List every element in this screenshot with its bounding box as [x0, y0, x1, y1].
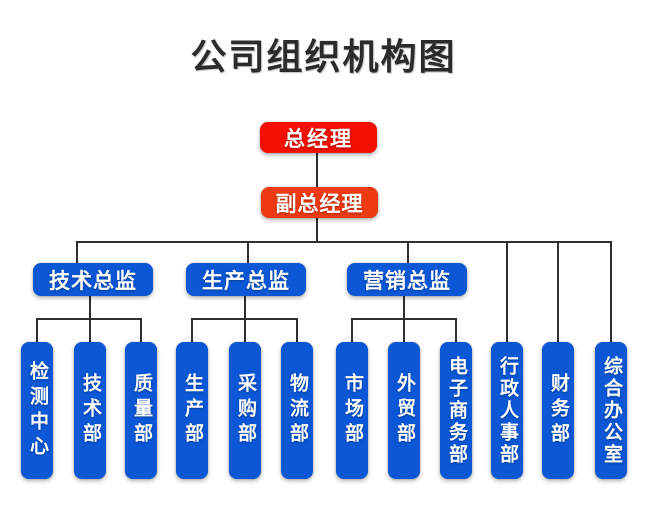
connector-mkt-down — [403, 296, 405, 319]
connector-prod-drop-2 — [244, 318, 246, 342]
connector-mkt-drop-2 — [403, 318, 405, 342]
connector-tech-drop-3 — [140, 318, 142, 342]
connector-prod-down — [244, 296, 246, 319]
node-dept-market: 市场部 — [336, 342, 368, 479]
node-director-technology: 技术总监 — [33, 263, 153, 296]
page-title: 公司组织机构图 — [190, 36, 457, 77]
connector-prod-drop-3 — [296, 318, 298, 342]
node-dept-finance: 财务部 — [542, 342, 574, 479]
connector-tech-down — [89, 296, 91, 319]
connector-drop-mkt — [407, 241, 409, 263]
node-dept-foreign-trade: 外贸部 — [388, 342, 420, 479]
node-dept-production: 生产部 — [176, 342, 208, 479]
connector-drop-admin — [506, 241, 508, 342]
connector-top-bus — [77, 241, 612, 243]
node-dept-ecommerce: 电子商务部 — [440, 342, 472, 479]
connector-root-deputy — [316, 153, 318, 187]
node-dept-admin-hr: 行政人事部 — [491, 342, 523, 479]
node-dept-logistics: 物流部 — [281, 342, 313, 479]
connector-mkt-drop-3 — [455, 318, 457, 342]
node-dept-testing-center: 检测中心 — [21, 342, 53, 479]
node-dept-general-office: 综合办公室 — [595, 342, 627, 479]
node-director-production: 生产总监 — [186, 263, 306, 296]
node-dept-technical: 技术部 — [74, 342, 106, 479]
connector-drop-tech — [76, 241, 78, 263]
connector-prod-drop-1 — [191, 318, 193, 342]
connector-mkt-drop-1 — [351, 318, 353, 342]
connector-drop-office — [610, 241, 612, 342]
connector-tech-drop-1 — [36, 318, 38, 342]
node-dept-quality: 质量部 — [125, 342, 157, 479]
connector-tech-drop-2 — [89, 318, 91, 342]
node-dept-purchasing: 采购部 — [229, 342, 261, 479]
node-general-manager: 总经理 — [260, 122, 377, 153]
connector-drop-finance — [557, 241, 559, 342]
connector-drop-prod — [247, 241, 249, 263]
connector-deputy-bus — [316, 217, 318, 242]
node-director-marketing: 营销总监 — [347, 263, 467, 296]
node-deputy-general-manager: 副总经理 — [261, 187, 378, 218]
